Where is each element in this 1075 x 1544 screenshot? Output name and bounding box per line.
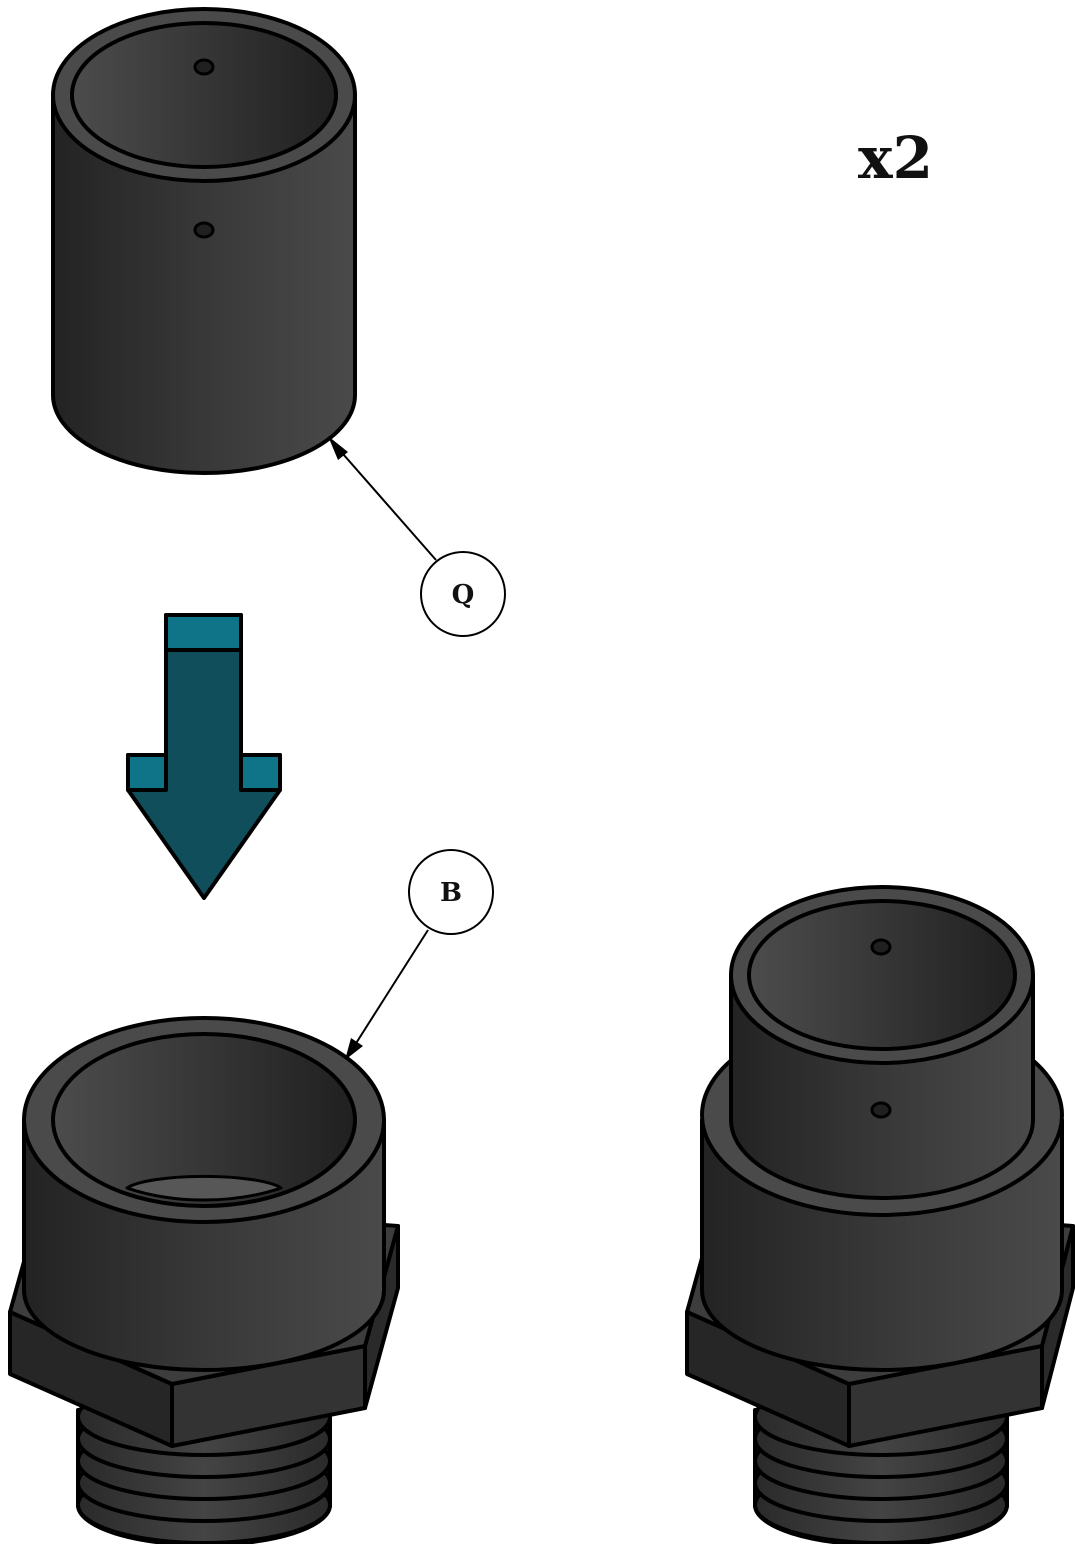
callout-b-label: B	[440, 878, 462, 908]
assembled-fitting	[685, 885, 1075, 1544]
callout-b: B	[408, 849, 494, 935]
assembly-direction-arrow-icon	[126, 613, 282, 900]
callout-b-leader	[345, 929, 429, 1060]
fitting-part-b	[8, 1016, 400, 1544]
callout-q: Q	[420, 551, 506, 637]
sleeve-part-q	[51, 7, 357, 475]
callout-q-label: Q	[452, 580, 475, 610]
quantity-label: x2	[858, 124, 933, 192]
callout-q-leader	[328, 436, 437, 561]
